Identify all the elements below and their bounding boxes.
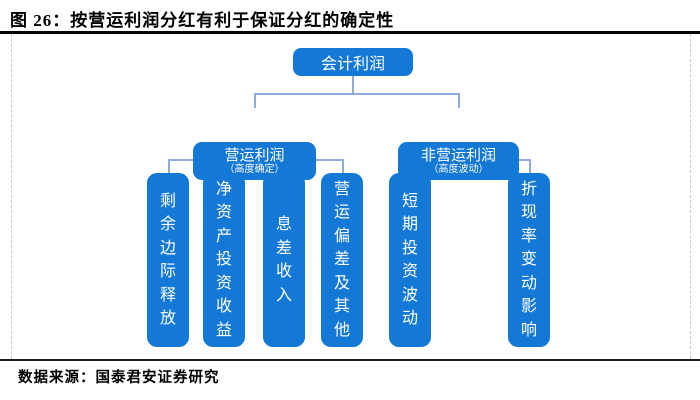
data-source: 数据来源：国泰君安证券研究 xyxy=(18,370,220,386)
node-label: 营运偏差及其他 xyxy=(333,180,350,339)
leaf-operating-deviation-and-others: 营运偏差及其他 xyxy=(321,173,363,347)
connector-line xyxy=(342,159,344,173)
node-label: 会计利润 xyxy=(320,56,385,73)
connector-line xyxy=(168,159,170,173)
figure-title: 图 26：按营运利润分红有利于保证分红的确定性 xyxy=(10,11,395,30)
connector-line xyxy=(254,93,256,108)
node-accounting-profit: 会计利润 xyxy=(293,48,413,76)
bottom-rule xyxy=(0,359,700,361)
node-note: （高度波动） xyxy=(428,163,489,175)
connector-line xyxy=(254,93,459,95)
connector-line xyxy=(352,76,354,93)
node-note: （高度确定） xyxy=(224,163,285,175)
node-label: 净资产投资收益 xyxy=(215,180,232,339)
leaf-short-term-investment-volatility: 短期投资波动 xyxy=(389,173,431,347)
node-label: 折现率变动影响 xyxy=(520,180,537,339)
connector-line xyxy=(529,159,531,173)
title-divider-rule xyxy=(0,31,700,34)
leaf-residual-margin-release: 剩余边际释放 xyxy=(147,173,189,347)
node-label: 剩余边际释放 xyxy=(159,192,176,328)
diagram-canvas: 会计利润 营运利润 （高度确定） 非营运利润 （高度波动） 剩余边际释放 净资产… xyxy=(11,34,691,359)
connector-line xyxy=(458,93,460,108)
node-label: 短期投资波动 xyxy=(401,192,418,328)
node-label: 营运利润 xyxy=(224,146,285,164)
leaf-net-asset-investment-income: 净资产投资收益 xyxy=(203,173,245,347)
node-label: 非营运利润 xyxy=(420,146,496,164)
node-label: 息差收入 xyxy=(275,216,292,304)
leaf-discount-rate-change-impact: 折现率变动影响 xyxy=(508,173,550,347)
leaf-interest-spread-income: 息差收入 xyxy=(263,173,305,347)
